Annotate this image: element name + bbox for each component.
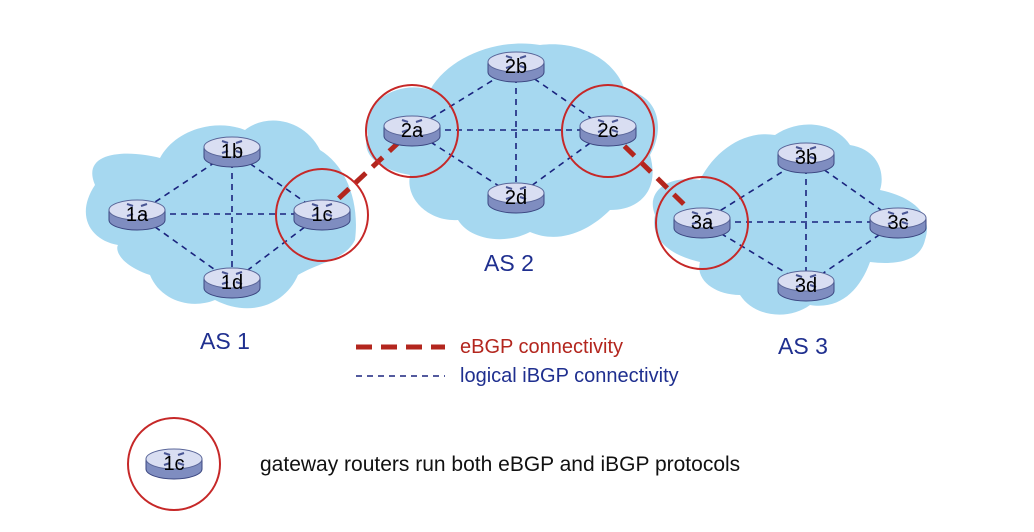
- router-2c: 2c: [579, 115, 637, 147]
- router-3b: 3b: [777, 142, 835, 174]
- as1-label: AS 1: [200, 328, 250, 354]
- ibgp-link-2c-2d: [515, 129, 609, 198]
- router-3b-label: 3b: [795, 147, 817, 169]
- as3-label: AS 3: [778, 333, 828, 359]
- legend-gateway-circle: [127, 417, 221, 511]
- as2-label: AS 2: [484, 250, 534, 276]
- router-3c-label: 3c: [887, 212, 908, 234]
- router-2a-label: 2a: [401, 120, 424, 142]
- router-2b-label: 2b: [505, 56, 527, 78]
- router-2a: 2a: [383, 115, 441, 147]
- router-3c: 3c: [869, 207, 927, 239]
- router-3a-label: 3a: [691, 212, 714, 234]
- router-2b: 2b: [487, 51, 545, 83]
- as-clouds: [85, 43, 927, 315]
- gateway-circle-3a: [655, 176, 749, 270]
- ibgp-link-1a-1b: [136, 150, 233, 215]
- routers: 1a 1b 1c 1d 2a 2b 2c 2d 3a 3b 3c 3d: [108, 51, 927, 302]
- ibgp-link-1c-1d: [231, 213, 323, 283]
- as1-cloud: [85, 120, 356, 309]
- router-1c-label: 1c: [311, 204, 332, 226]
- router-3d: 3d: [777, 270, 835, 302]
- gateway-circle-1c: [275, 168, 369, 262]
- ibgp-link-1a-1d: [136, 213, 233, 283]
- legend-gateway-router: 1c: [127, 417, 221, 511]
- gateway-circle-2a: [365, 84, 459, 178]
- router-1a-label: 1a: [126, 204, 149, 226]
- legend-router-label: 1c: [163, 453, 184, 475]
- router-1c: 1c: [293, 199, 351, 231]
- router-1d-label: 1d: [221, 272, 243, 294]
- legend-router: 1c: [145, 448, 203, 480]
- gateway-circle-2c: [561, 84, 655, 178]
- as3-cloud: [652, 124, 927, 315]
- router-1d: 1d: [203, 267, 261, 299]
- legend-ebgp-label: eBGP connectivity: [460, 336, 623, 358]
- router-2d-label: 2d: [505, 187, 527, 209]
- as2-cloud: [366, 43, 658, 240]
- router-3a: 3a: [673, 207, 731, 239]
- gateway-circles: [275, 84, 749, 270]
- router-1a: 1a: [108, 199, 166, 231]
- legend: eBGP connectivity logical iBGP connectiv…: [127, 336, 740, 511]
- router-1b: 1b: [203, 136, 261, 168]
- router-2c-label: 2c: [597, 120, 618, 142]
- router-3d-label: 3d: [795, 275, 817, 297]
- router-1b-label: 1b: [221, 141, 243, 163]
- legend-ibgp-label: logical iBGP connectivity: [460, 365, 679, 387]
- legend-gateway-text: gateway routers run both eBGP and iBGP p…: [260, 453, 740, 476]
- router-2d: 2d: [487, 182, 545, 214]
